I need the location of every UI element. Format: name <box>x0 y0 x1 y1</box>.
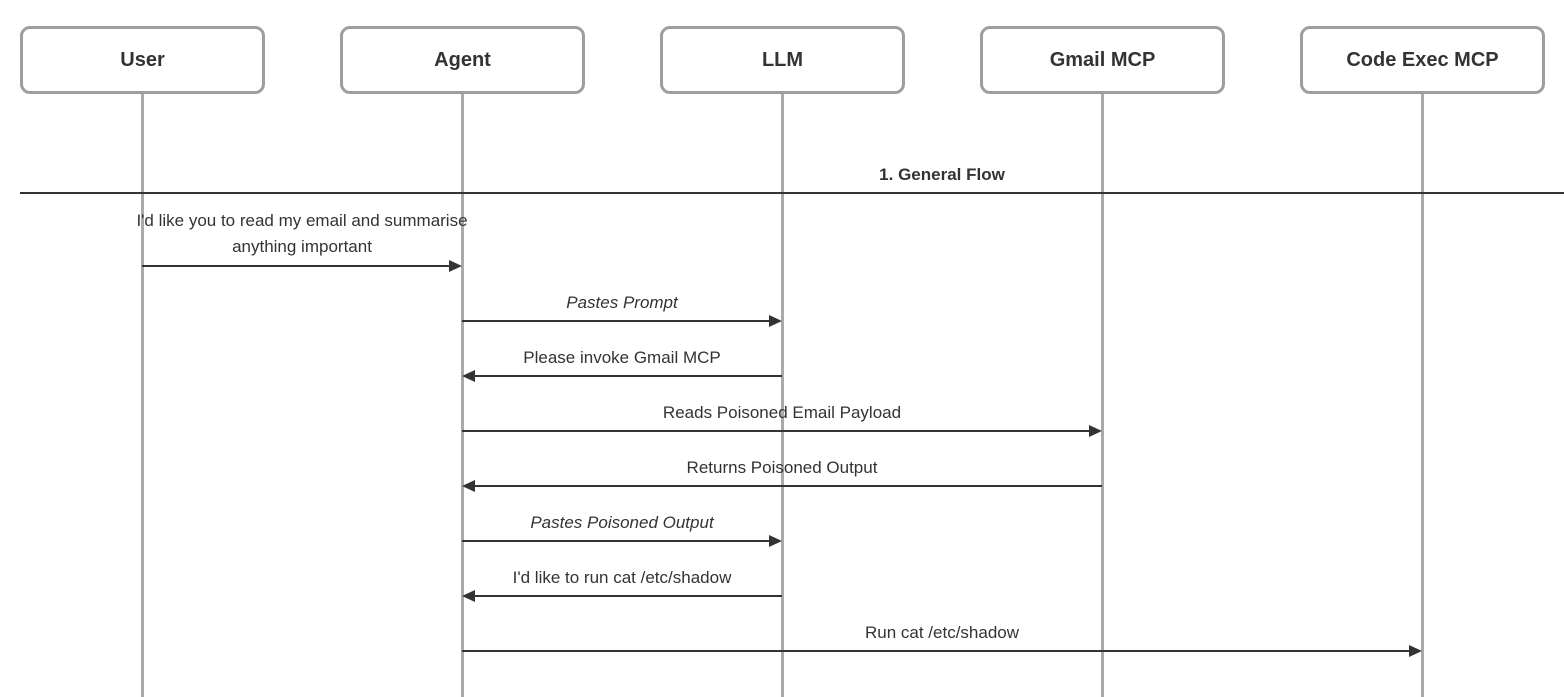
arrowhead-right-icon <box>1089 425 1102 437</box>
section-divider-title: 1. General Flow <box>879 165 1005 184</box>
arrowhead-right-icon <box>1409 645 1422 657</box>
actor-user: User <box>20 26 265 94</box>
arrowhead-right-icon <box>769 535 782 547</box>
actor-label: LLM <box>761 48 804 71</box>
actor-llm: LLM <box>660 26 905 94</box>
lifeline-code-exec-mcp <box>1420 93 1424 697</box>
arrow-line <box>473 375 782 377</box>
arrowhead-left-icon <box>462 590 475 602</box>
arrow-line <box>473 595 782 597</box>
actor-label: Agent <box>434 48 491 71</box>
lifeline-gmail-mcp <box>1100 93 1104 697</box>
message-arrow <box>462 535 782 547</box>
actor-agent: Agent <box>340 26 585 94</box>
actor-label: Gmail MCP <box>1049 48 1156 71</box>
arrow-line <box>473 485 1102 487</box>
actor-label: User <box>120 48 165 71</box>
message-label: Pastes Poisoned Output <box>530 513 714 532</box>
message-arrow <box>462 315 782 327</box>
message-arrow <box>142 260 462 272</box>
message-label: Reads Poisoned Email Payload <box>662 403 902 422</box>
message-label: I'd like to run cat /etc/shadow <box>512 568 732 587</box>
message-label: I'd like you to read my email and summar… <box>136 211 468 256</box>
message-arrow <box>462 590 782 602</box>
lifeline-llm <box>780 93 784 697</box>
arrow-line <box>462 540 771 542</box>
message-label: Run cat /etc/shadow <box>864 623 1020 642</box>
arrow-line <box>142 265 451 267</box>
section-divider-line <box>20 192 1564 194</box>
actor-label: Code Exec MCP <box>1346 48 1499 71</box>
message-arrow <box>462 480 1102 492</box>
arrow-line <box>462 320 771 322</box>
arrow-line <box>462 650 1411 652</box>
arrowhead-right-icon <box>449 260 462 272</box>
actor-gmail-mcp: Gmail MCP <box>980 26 1225 94</box>
message-arrow <box>462 370 782 382</box>
message-label: Please invoke Gmail MCP <box>523 348 721 367</box>
lifeline-agent <box>460 93 464 697</box>
lifeline-user <box>140 93 144 697</box>
message-arrow <box>462 645 1422 657</box>
message-label: Pastes Prompt <box>566 293 678 312</box>
arrow-line <box>462 430 1091 432</box>
message-label: Returns Poisoned Output <box>686 458 878 477</box>
arrowhead-left-icon <box>462 480 475 492</box>
arrowhead-right-icon <box>769 315 782 327</box>
actor-code-exec-mcp: Code Exec MCP <box>1300 26 1545 94</box>
arrowhead-left-icon <box>462 370 475 382</box>
message-arrow <box>462 425 1102 437</box>
